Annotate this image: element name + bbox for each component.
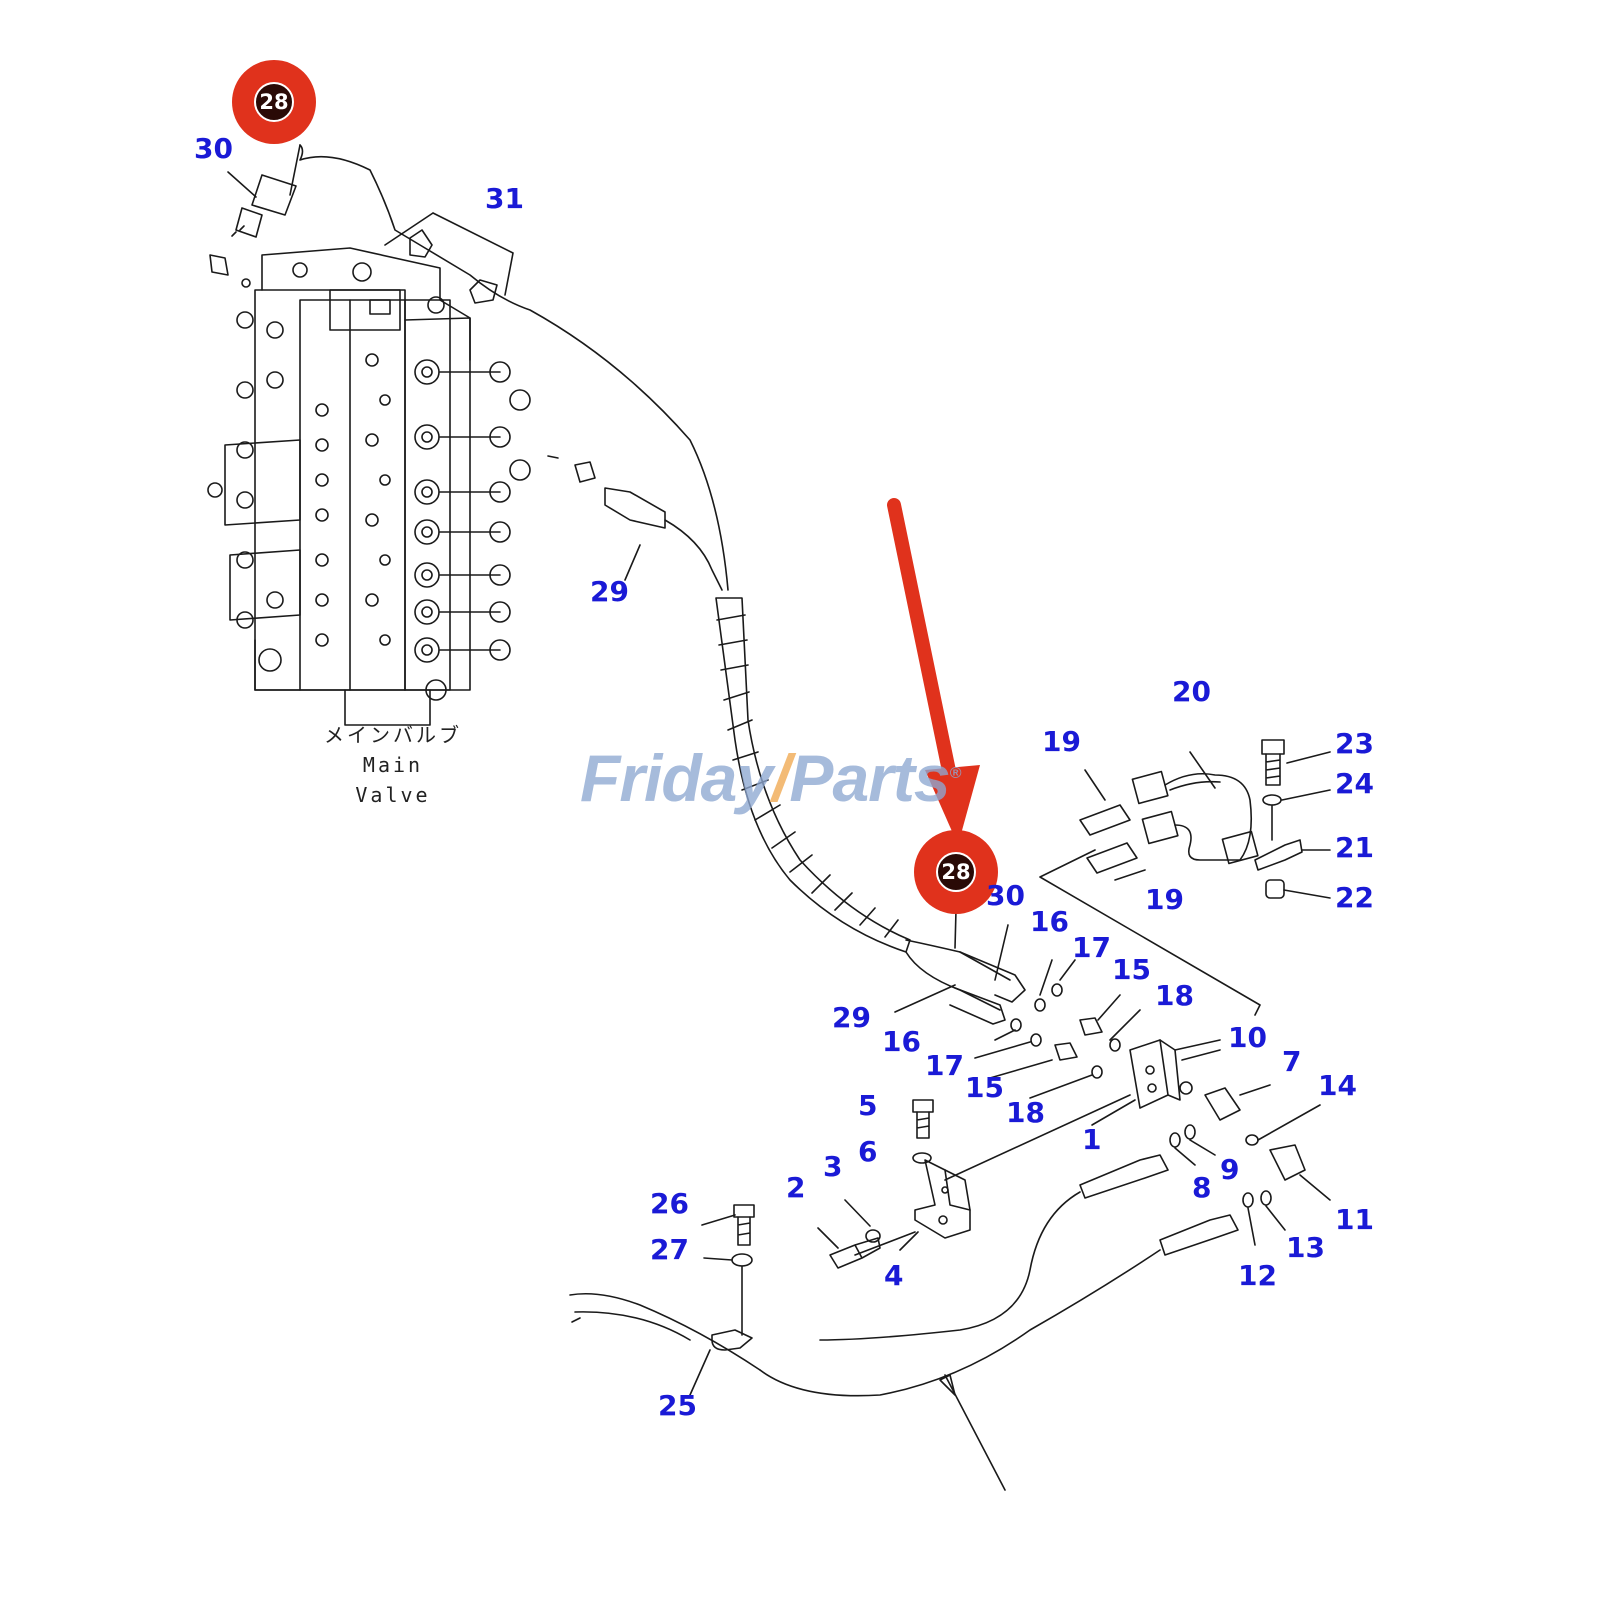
wire-29-upper [547,455,723,591]
part-number-19-lower: 19 [1145,883,1184,916]
part-number-16-upper: 16 [1030,905,1069,938]
upper-harness [235,144,729,591]
part-number-2: 2 [786,1171,806,1204]
fastener-group-right [1254,739,1331,899]
part-number-30-top: 30 [194,132,233,165]
part-number-15-lower: 15 [965,1071,1004,1104]
valve-block-1 [974,959,1331,1246]
part-number-4: 4 [884,1259,904,1292]
part-number-30-lower: 30 [986,879,1025,912]
part-number-11: 11 [1335,1203,1374,1236]
callout-badge-bottom: 28 [914,830,998,914]
leader-lines [227,171,1221,1061]
part-number-23: 23 [1335,727,1374,760]
part-number-12: 12 [1238,1259,1277,1292]
part-number-15-upper: 15 [1112,953,1151,986]
part-number-29-lower: 29 [832,1001,871,1034]
part-number-9: 9 [1220,1153,1240,1186]
part-number-22: 22 [1335,881,1374,914]
part-number-8: 8 [1192,1171,1212,1204]
part-number-26: 26 [650,1187,689,1220]
callout-badge-top: 28 [232,60,316,144]
part-number-24: 24 [1335,767,1374,800]
part-number-25: 25 [658,1389,697,1422]
part-number-27: 27 [650,1233,689,1266]
lower-hoses [569,1154,1239,1491]
part-number-10: 10 [1228,1021,1267,1054]
part-number-20: 20 [1172,675,1211,708]
part-number-18-upper: 18 [1155,979,1194,1012]
spiral-wrap [715,597,1026,1025]
clamp-25 [689,1204,755,1396]
part-number-6: 6 [858,1135,878,1168]
part-number-19-upper: 19 [1042,725,1081,758]
part-number-18-lower: 18 [1006,1096,1045,1129]
part-number-17-lower: 17 [925,1049,964,1082]
part-number-14: 14 [1318,1069,1357,1102]
main-valve-caption: メインバルブ Main Valve [318,720,468,810]
part-number-13: 13 [1286,1231,1325,1264]
sensor-group [1079,770,1259,874]
main-valve-caption-jp: メインバルブ [324,723,462,747]
watermark-logo: Friday/Parts® [580,741,961,815]
part-number-5: 5 [858,1089,878,1122]
main-valve-caption-en: Main Valve [355,753,431,807]
part-number-16-lower: 16 [882,1025,921,1058]
part-number-21: 21 [1335,831,1374,864]
part-number-3: 3 [823,1150,843,1183]
bracket-4 [817,1094,1131,1269]
part-number-17-upper: 17 [1072,931,1111,964]
part-number-7: 7 [1282,1045,1302,1078]
indicator-arrow [887,498,980,845]
main-valve [207,225,531,726]
part-number-31: 31 [485,182,524,215]
part-number-29-upper: 29 [590,575,629,608]
connector-frame [1039,849,1261,1016]
part-number-1: 1 [1082,1123,1102,1156]
